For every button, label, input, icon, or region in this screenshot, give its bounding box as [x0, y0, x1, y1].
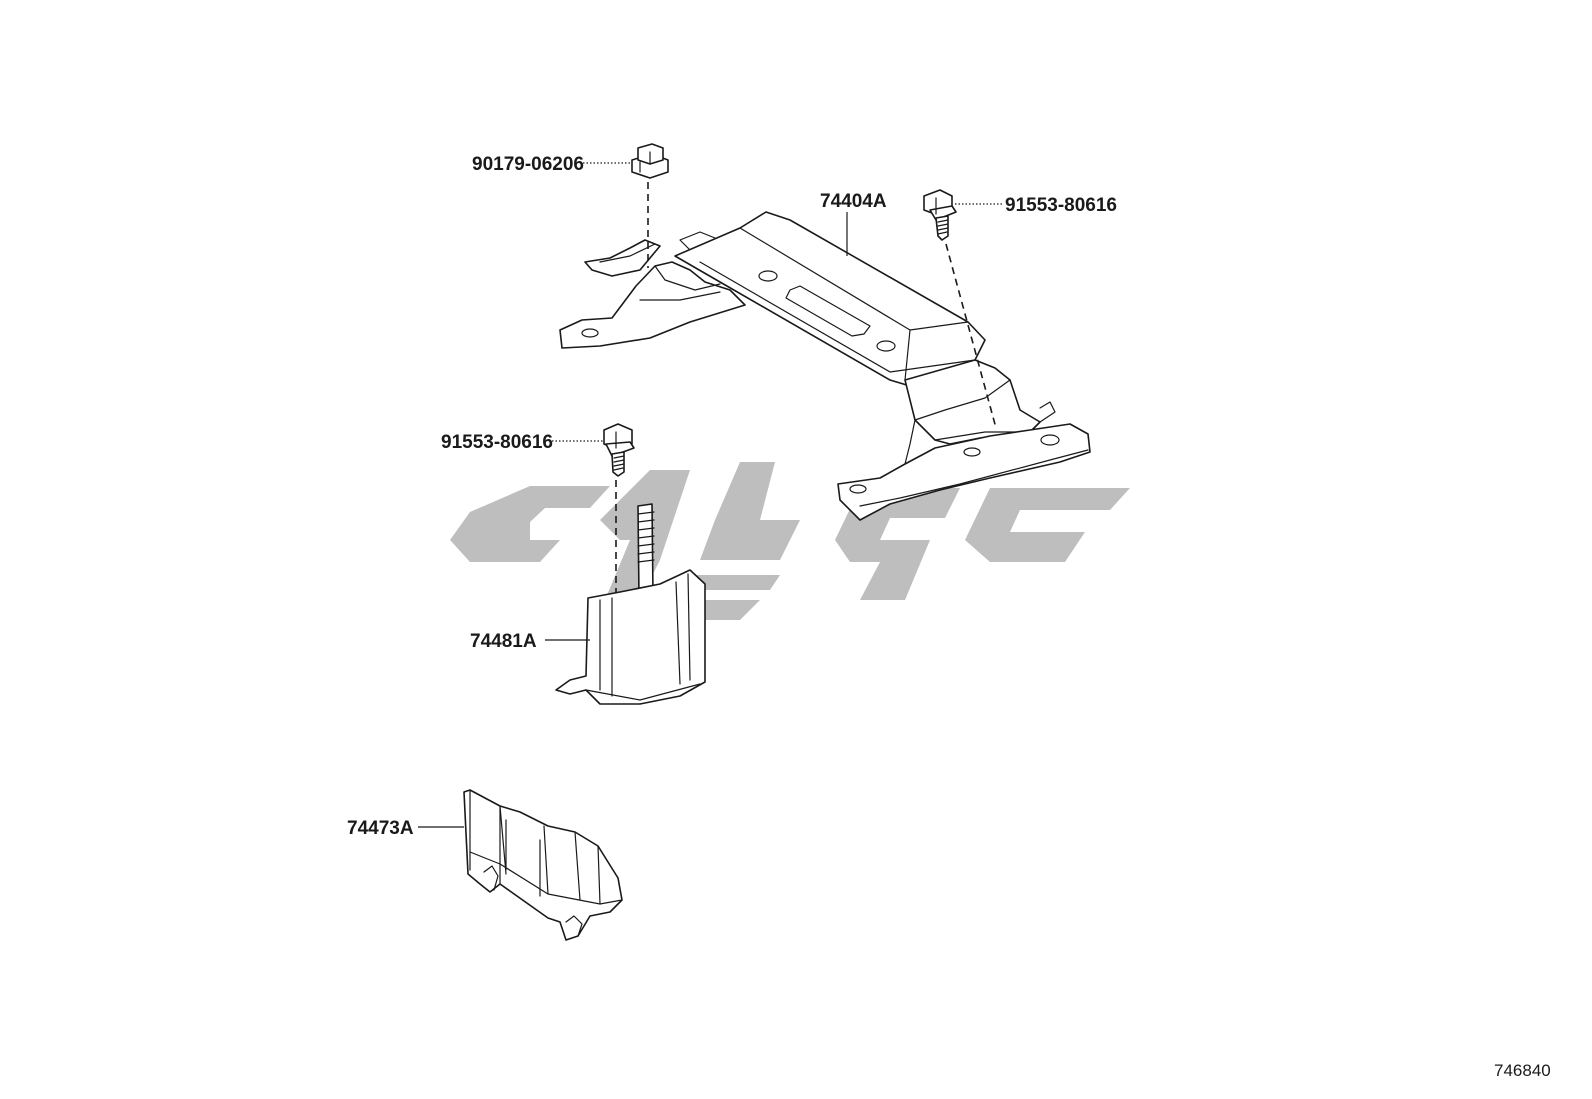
callout-label-74481a: 74481A	[470, 631, 537, 652]
callout-label-74404a: 74404A	[820, 191, 887, 212]
bolt-right-part-91553-80616	[923, 189, 997, 429]
nut-part-90179-06206	[631, 143, 669, 268]
block-part-74473a	[463, 789, 623, 941]
callout-label-91553-80616-right: 91553-80616	[1005, 195, 1117, 216]
watermark-logo	[450, 462, 1130, 620]
figure-number: 746840	[1494, 1061, 1551, 1080]
holder-part-74481a	[555, 503, 706, 705]
callout-label-90179-06206: 90179-06206	[472, 154, 584, 175]
bracket-part-74404a	[559, 211, 1091, 521]
callout-label-74473a: 74473A	[347, 818, 414, 839]
callout-leaders	[418, 162, 1003, 828]
callout-label-91553-80616-left: 91553-80616	[441, 432, 553, 453]
